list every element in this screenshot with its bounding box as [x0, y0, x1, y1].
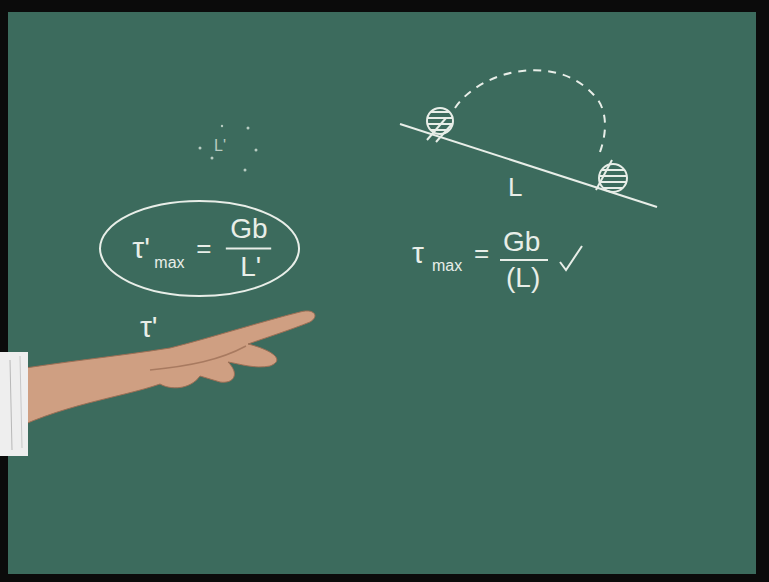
particle — [596, 160, 628, 192]
dislocation-arc — [455, 70, 605, 152]
formula-subscript: max — [432, 258, 462, 274]
chalk-dots — [199, 125, 258, 172]
pointing-hand — [0, 311, 315, 456]
formula-text: Gb — [230, 215, 267, 243]
chalk-mark: L' — [214, 138, 226, 154]
formula-numerator: Gb — [503, 228, 540, 256]
particle — [425, 108, 455, 142]
fraction-line — [500, 259, 548, 261]
formula-text: = — [196, 235, 211, 261]
formula-denominator: (L) — [506, 264, 540, 292]
slip-plane-line — [400, 124, 657, 207]
fraction-line — [226, 247, 271, 249]
formula-symbol: τ — [412, 238, 424, 268]
formula-text: max — [154, 255, 184, 271]
formula-symbol: = — [474, 240, 489, 266]
formula-text: L' — [240, 253, 261, 281]
formula-text: τ' — [132, 233, 150, 263]
board-surface — [8, 12, 756, 574]
check-mark — [560, 246, 582, 270]
length-label: L — [508, 174, 522, 200]
ellipse-outline — [100, 201, 299, 296]
formula-symbol: τ' — [140, 312, 158, 342]
circled-formula: τ'max = GbL' — [98, 199, 301, 298]
